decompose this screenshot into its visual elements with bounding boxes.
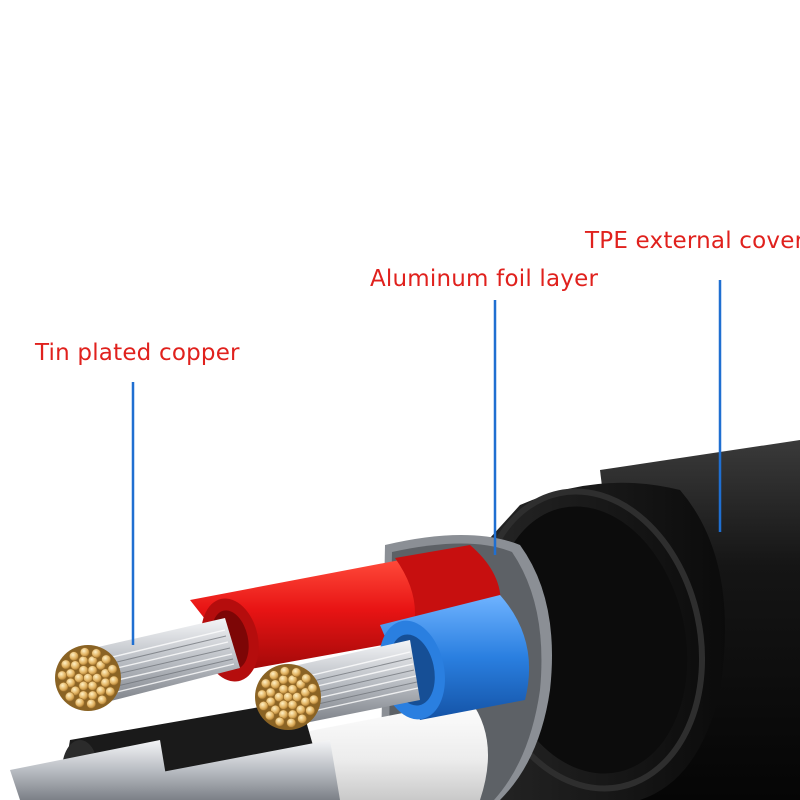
label-tpe-external-cover: TPE external cover (585, 228, 800, 254)
copper-core-right (255, 664, 321, 730)
tpe-jacket (470, 440, 800, 800)
silver-strands-bottom (10, 740, 340, 800)
silver-strands-red (85, 618, 240, 705)
label-tin-plated-copper: Tin plated copper (35, 340, 240, 366)
copper-core-left (55, 645, 121, 711)
label-aluminum-foil-layer: Aluminum foil layer (370, 266, 599, 292)
